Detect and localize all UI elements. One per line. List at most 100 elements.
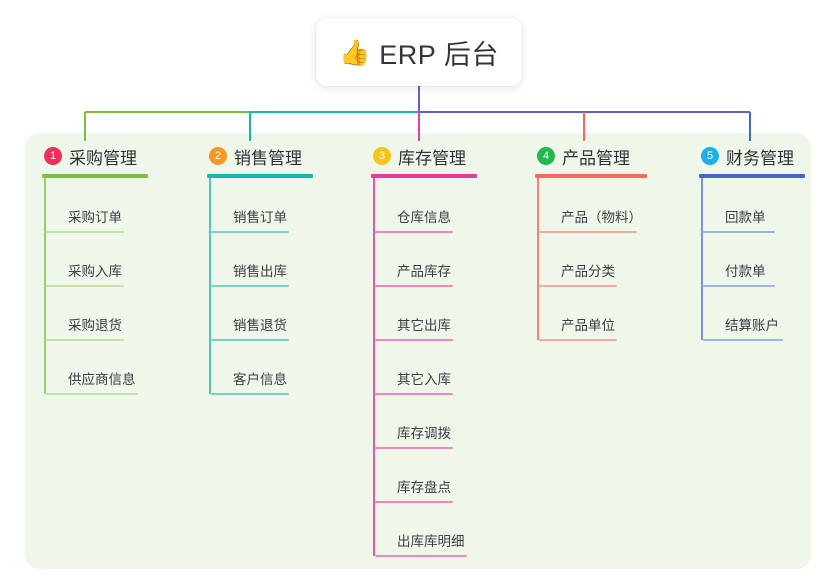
leaf-item[interactable]: 产品单位 (537, 286, 661, 341)
branch-number-badge: 2 (209, 147, 227, 165)
leaf-item[interactable]: 产品（物料） (537, 178, 661, 233)
leaf-spine (701, 178, 703, 340)
leaf-underline (46, 393, 138, 395)
branch-underline (535, 174, 647, 178)
leaf-item[interactable]: 回款单 (701, 178, 811, 233)
leaf-underline (703, 285, 775, 287)
leaf-spacer (233, 178, 325, 206)
leaf-list: 回款单付款单结算账户 (699, 178, 811, 341)
leaf-spine (537, 178, 539, 340)
branch-title: 库存管理 (398, 148, 466, 168)
leaf-underline (375, 339, 453, 341)
leaf-item[interactable]: 出库库明细 (373, 502, 489, 557)
leaf-spacer (68, 178, 160, 206)
branch-header-2[interactable]: 2 销售管理 (207, 143, 325, 169)
leaf-underline (539, 339, 617, 341)
leaf-underline (375, 285, 453, 287)
leaf-item[interactable]: 产品库存 (373, 232, 489, 287)
leaf-underline (375, 501, 453, 503)
leaf-list: 采购订单采购入库采购退货供应商信息 (42, 178, 160, 395)
leaf-underline (46, 231, 124, 233)
leaf-label: 采购订单 (68, 210, 122, 225)
leaf-label: 销售退货 (233, 318, 287, 333)
leaf-item[interactable]: 采购入库 (44, 232, 160, 287)
branch-header-5[interactable]: 5 财务管理 (699, 143, 811, 169)
leaf-item[interactable]: 库存调拨 (373, 394, 489, 449)
leaf-label: 销售订单 (233, 210, 287, 225)
leaf-item[interactable]: 客户信息 (209, 340, 325, 395)
leaf-label: 销售出库 (233, 264, 287, 279)
thumbs-up-icon: 👍 (339, 37, 371, 67)
branch-header-4[interactable]: 4 产品管理 (535, 143, 661, 169)
leaf-item[interactable]: 其它入库 (373, 340, 489, 395)
branch-title: 销售管理 (234, 148, 302, 168)
leaf-label: 其它出库 (397, 318, 451, 333)
leaf-underline (375, 393, 453, 395)
leaf-item[interactable]: 销售退货 (209, 286, 325, 341)
leaf-label: 库存调拨 (397, 426, 451, 441)
leaf-item[interactable]: 库存盘点 (373, 448, 489, 503)
leaf-spacer (725, 232, 811, 260)
branch-number-badge: 5 (701, 147, 719, 165)
leaf-spacer (233, 340, 325, 368)
leaf-spacer (397, 448, 489, 476)
leaf-label: 库存盘点 (397, 480, 451, 495)
leaf-spacer (397, 286, 489, 314)
leaf-spacer (725, 178, 811, 206)
leaf-spacer (68, 286, 160, 314)
leaf-label: 供应商信息 (68, 372, 136, 387)
branch-underline (699, 174, 805, 178)
leaf-spacer (561, 178, 661, 206)
leaf-underline (539, 285, 617, 287)
leaf-label: 出库库明细 (397, 534, 465, 549)
leaf-item[interactable]: 结算账户 (701, 286, 811, 341)
leaf-spacer (397, 502, 489, 530)
leaf-label: 付款单 (725, 264, 766, 279)
leaf-list: 产品（物料） 产品分类产品单位 (535, 178, 661, 341)
leaf-spacer (397, 178, 489, 206)
branch-underline (371, 174, 477, 178)
leaf-item[interactable]: 销售出库 (209, 232, 325, 287)
root-node[interactable]: 👍 ERP 后台 (316, 18, 522, 86)
leaf-spacer (561, 232, 661, 260)
leaf-underline (211, 231, 289, 233)
leaf-label: 产品单位 (561, 318, 615, 333)
branch-header-3[interactable]: 3 库存管理 (371, 143, 489, 169)
leaf-item[interactable]: 销售订单 (209, 178, 325, 233)
leaf-list: 销售订单销售出库销售退货客户信息 (207, 178, 325, 395)
leaf-item[interactable]: 产品分类 (537, 232, 661, 287)
branch-column-4: 4 产品管理产品（物料） 产品分类产品单位 (535, 143, 661, 341)
branch-number-badge: 3 (373, 147, 391, 165)
branch-title: 财务管理 (726, 148, 794, 168)
branch-underline (207, 174, 313, 178)
branch-number-badge: 4 (537, 147, 555, 165)
leaf-spacer (68, 340, 160, 368)
leaf-spacer (233, 232, 325, 260)
leaf-label: 回款单 (725, 210, 766, 225)
leaf-label: 产品分类 (561, 264, 615, 279)
leaf-item[interactable]: 其它出库 (373, 286, 489, 341)
leaf-spine (44, 178, 46, 394)
leaf-item[interactable]: 付款单 (701, 232, 811, 287)
leaf-item[interactable]: 仓库信息 (373, 178, 489, 233)
branch-title: 产品管理 (562, 148, 630, 168)
leaf-label: 仓库信息 (397, 210, 451, 225)
branch-underline (42, 174, 148, 178)
leaf-item[interactable]: 供应商信息 (44, 340, 160, 395)
leaf-label: 采购入库 (68, 264, 122, 279)
branch-column-5: 5 财务管理回款单付款单结算账户 (699, 143, 811, 341)
branch-column-3: 3 库存管理仓库信息产品库存其它出库其它入库库存调拨库存盘点出库库明细 (371, 143, 489, 557)
leaf-label: 结算账户 (725, 318, 779, 333)
leaf-item[interactable]: 采购退货 (44, 286, 160, 341)
root-node-title: ERP 后台 (379, 39, 499, 70)
leaf-label: 其它入库 (397, 372, 451, 387)
leaf-item[interactable]: 采购订单 (44, 178, 160, 233)
leaf-underline (703, 231, 775, 233)
leaf-label: 客户信息 (233, 372, 287, 387)
diagram-panel (25, 133, 811, 569)
leaf-spacer (397, 394, 489, 422)
